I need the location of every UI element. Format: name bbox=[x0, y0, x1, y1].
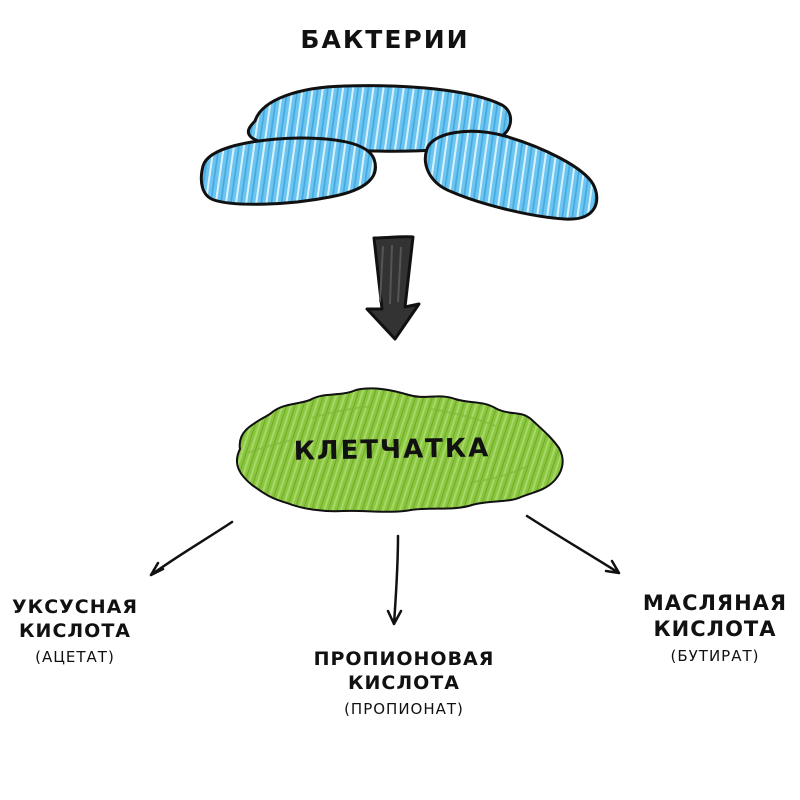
product-name-line-1: ПРОПИОНОВАЯ bbox=[313, 648, 495, 670]
product-note: (ПРОПИОНАТ) bbox=[344, 699, 464, 718]
product-name-line-1: МАСЛЯНАЯ bbox=[642, 591, 788, 615]
product-name-line-2: КИСЛОТА bbox=[348, 671, 460, 694]
product-label-butyrate: МАСЛЯНАЯ КИСЛОТА (БУТИРАТ) bbox=[643, 590, 787, 665]
arrow-to-propionate bbox=[386, 534, 403, 626]
bacterium-right bbox=[423, 129, 599, 221]
product-label-propionate: ПРОПИОНОВАЯ КИСЛОТА (ПРОПИОНАТ) bbox=[314, 648, 495, 718]
main-down-arrow-icon bbox=[365, 235, 421, 341]
fiber-label: КЛЕТЧАТКА bbox=[293, 433, 491, 467]
product-name-line-2: КИСЛОТА bbox=[19, 619, 131, 642]
bacteria-icon bbox=[199, 84, 599, 221]
product-label-acetate: УКСУСНАЯ КИСЛОТА (АЦЕТАТ) bbox=[12, 596, 138, 666]
arrow-to-butyrate bbox=[525, 514, 621, 575]
product-note: (АЦЕТАТ) bbox=[35, 647, 115, 666]
product-name-line-1: УКСУСНАЯ bbox=[12, 596, 138, 618]
page-title: БАКТЕРИИ bbox=[300, 25, 470, 54]
fiber-blob-icon bbox=[235, 387, 564, 513]
arrow-to-acetate bbox=[149, 520, 234, 577]
product-note: (БУТИРАТ) bbox=[670, 646, 760, 665]
branch-arrows-icon bbox=[149, 514, 621, 626]
product-name-line-2: КИСЛОТА bbox=[653, 617, 777, 642]
bacterium-left bbox=[199, 136, 377, 206]
